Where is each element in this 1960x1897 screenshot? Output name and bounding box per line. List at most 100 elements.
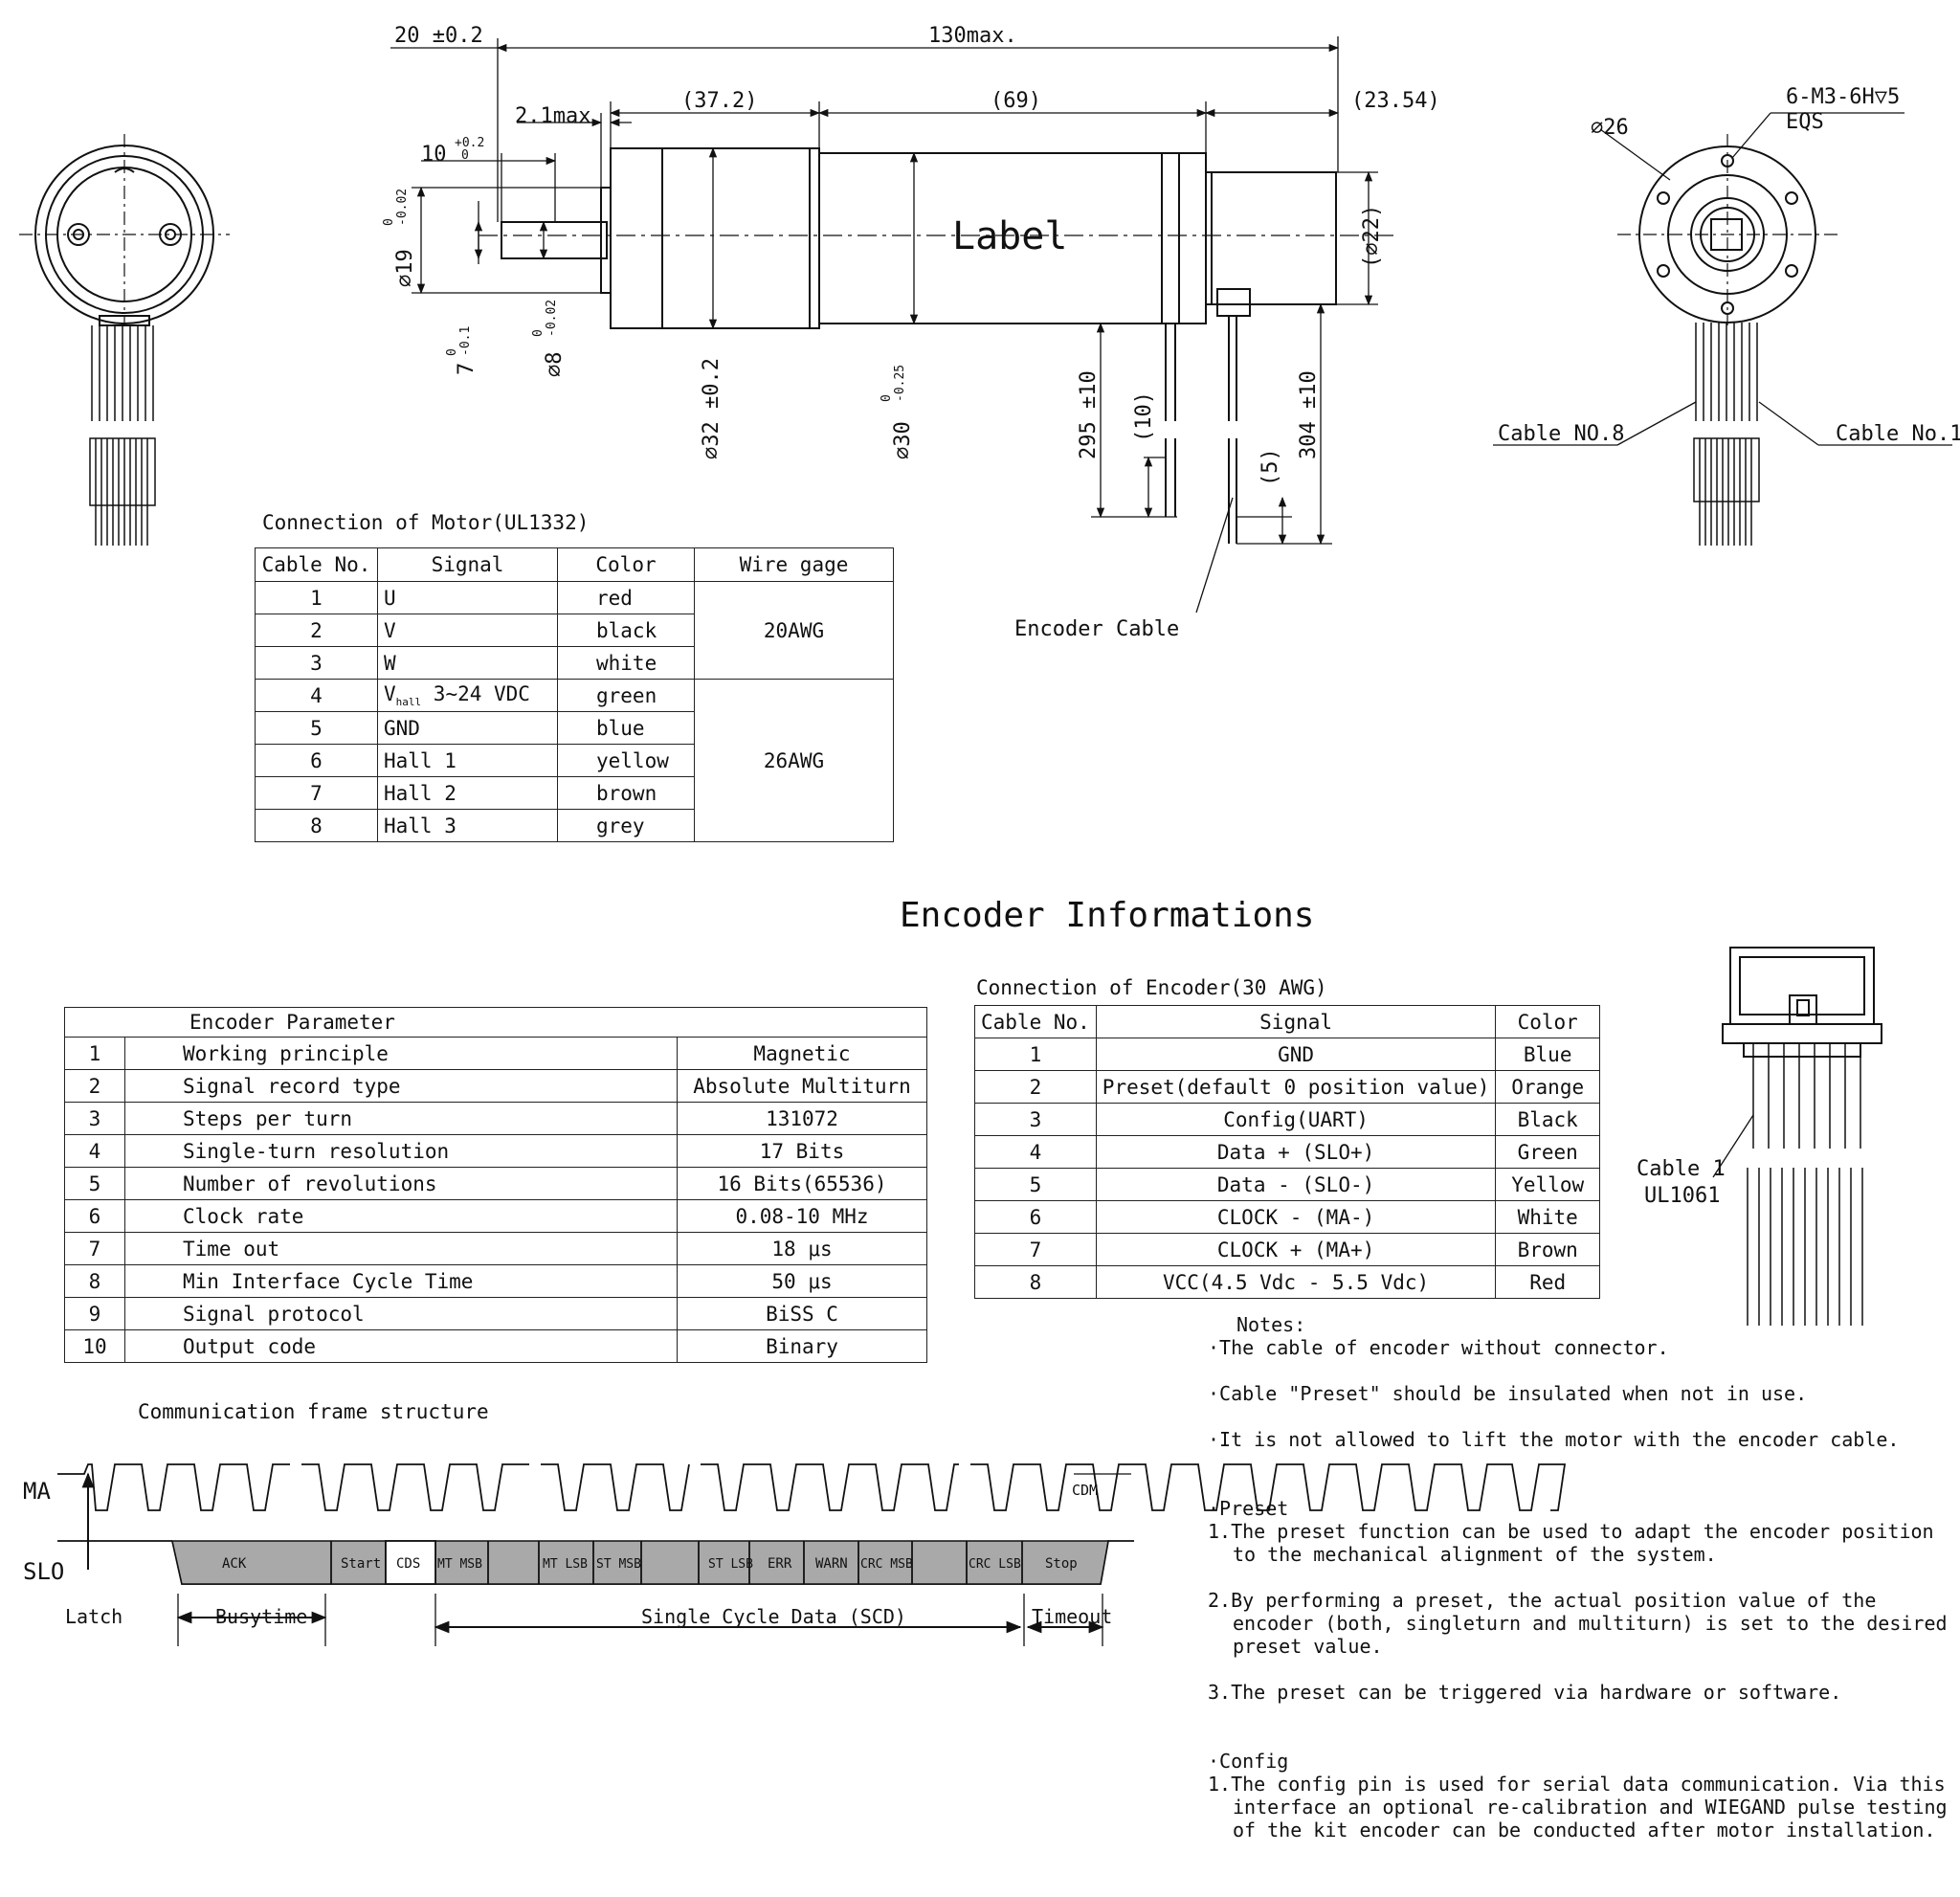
field-mt-lsb: MT LSB (543, 1557, 588, 1572)
signal: Config(UART) (1095, 1103, 1497, 1136)
param-no: 8 (64, 1264, 125, 1298)
table-header-row: Encoder Parameter (64, 1007, 927, 1038)
config-title: ·Config (1208, 1750, 1289, 1773)
dim-8-tol-lower: -0.02 (545, 300, 559, 337)
note-item: ·Cable "Preset" should be insulated when… (1208, 1382, 1808, 1405)
header-cable-no: Cable No. (974, 1005, 1097, 1038)
cdm-label: CDM (1072, 1482, 1098, 1499)
color: brown (557, 776, 695, 810)
header-cable-no: Cable No. (255, 547, 378, 582)
param-value: Magnetic (677, 1037, 927, 1070)
cable-no: 6 (255, 744, 378, 777)
cable-no: 6 (974, 1200, 1097, 1234)
param-name: Signal record type (124, 1069, 678, 1103)
table-row: 1 U red 20AWG (255, 581, 894, 680)
cable-no: 1 (974, 1038, 1097, 1071)
field-mt-msb: MT MSB (437, 1557, 482, 1572)
table-row: 5 GND blue (255, 711, 894, 745)
header-color: Color (557, 547, 695, 582)
dim-2-1: 2.1max (515, 104, 590, 128)
param-no: 2 (64, 1069, 125, 1103)
color: Blue (1495, 1038, 1600, 1071)
signal-main: V (384, 681, 396, 705)
dim-10: 10 (421, 143, 447, 167)
color: Red (1495, 1265, 1600, 1299)
color: black (557, 614, 695, 647)
color: Yellow (1495, 1168, 1600, 1201)
signal: GND (1095, 1038, 1497, 1071)
encoder-connector-drawing (1712, 947, 1882, 1326)
header-color: Color (1495, 1005, 1600, 1038)
color: white (557, 646, 695, 680)
dim-23-54: (23.54) (1351, 89, 1440, 113)
signal-rest: 3~24 VDC (421, 681, 530, 705)
table-header-row: Cable No. Signal Color (974, 1005, 1600, 1038)
dim-304: 304 ±10 (1297, 370, 1321, 459)
signal: Hall 2 (377, 776, 558, 810)
color: Brown (1495, 1233, 1600, 1266)
preset-item: 2.By performing a preset, the actual pos… (1208, 1589, 1948, 1658)
field-st-lsb: ST LSB (708, 1557, 753, 1572)
cable-no: 4 (255, 679, 378, 712)
cable-no: 4 (974, 1135, 1097, 1169)
cable-no: 5 (974, 1168, 1097, 1201)
cable-no: 3 (974, 1103, 1097, 1136)
table-header-row: Cable No. Signal Color Wire gage (255, 547, 894, 582)
wire-gage: 26AWG (694, 679, 894, 842)
timing-diagram (57, 1463, 1567, 1646)
dim-7: 7 (455, 363, 479, 375)
encoder-parameter-header: Encoder Parameter (64, 1007, 927, 1038)
cable-no: 2 (974, 1070, 1097, 1104)
dim-10-cable: (10) (1132, 391, 1156, 442)
dim-69: (69) (991, 89, 1041, 113)
param-no: 6 (64, 1199, 125, 1233)
encoder-connection-caption: Connection of Encoder(30 AWG) (976, 976, 1327, 999)
motor-label: Label (952, 214, 1067, 258)
preset-item: 1.The preset function can be used to ada… (1208, 1520, 1934, 1566)
cable-no: 7 (974, 1233, 1097, 1266)
param-no: 5 (64, 1167, 125, 1200)
cable-no: 5 (255, 711, 378, 745)
cable-no1-label: Cable No.1 (1836, 422, 1960, 446)
dim-30: ∅30 (891, 421, 915, 459)
color: Black (1495, 1103, 1600, 1136)
dim-8-tol-upper: 0 (531, 329, 546, 337)
field-start: Start (341, 1556, 381, 1572)
signal: VCC(4.5 Vdc - 5.5 Vdc) (1095, 1265, 1497, 1299)
left-end-view (19, 134, 230, 546)
param-value: 17 Bits (677, 1134, 927, 1168)
param-name: Time out (124, 1232, 678, 1265)
signal: CLOCK - (MA-) (1095, 1200, 1497, 1234)
motor-connection-caption: Connection of Motor(UL1332) (262, 511, 590, 534)
ul1061-label: UL1061 (1644, 1184, 1720, 1208)
param-value: 18 μs (677, 1232, 927, 1265)
cable-no: 2 (255, 614, 378, 647)
note-item: ·It is not allowed to lift the motor wit… (1208, 1428, 1900, 1451)
color: green (557, 679, 695, 712)
param-name: Min Interface Cycle Time (124, 1264, 678, 1298)
header-signal: Signal (377, 547, 558, 582)
dim-30-tol-lower: -0.25 (893, 365, 907, 402)
field-err: ERR (768, 1556, 792, 1572)
dim-7-tol-lower: -0.1 (458, 326, 473, 356)
signal: Data + (SLO+) (1095, 1135, 1497, 1169)
param-value: Absolute Multiturn (677, 1069, 927, 1103)
motor-connection-table: Cable No. Signal Color Wire gage 1 U red… (255, 547, 894, 842)
param-name: Single-turn resolution (124, 1134, 678, 1168)
signal: CLOCK + (MA+) (1095, 1233, 1497, 1266)
ma-label: MA (23, 1478, 51, 1505)
signal: Data - (SLO-) (1095, 1168, 1497, 1201)
header-signal: Signal (1095, 1005, 1497, 1038)
param-name: Working principle (124, 1037, 678, 1070)
